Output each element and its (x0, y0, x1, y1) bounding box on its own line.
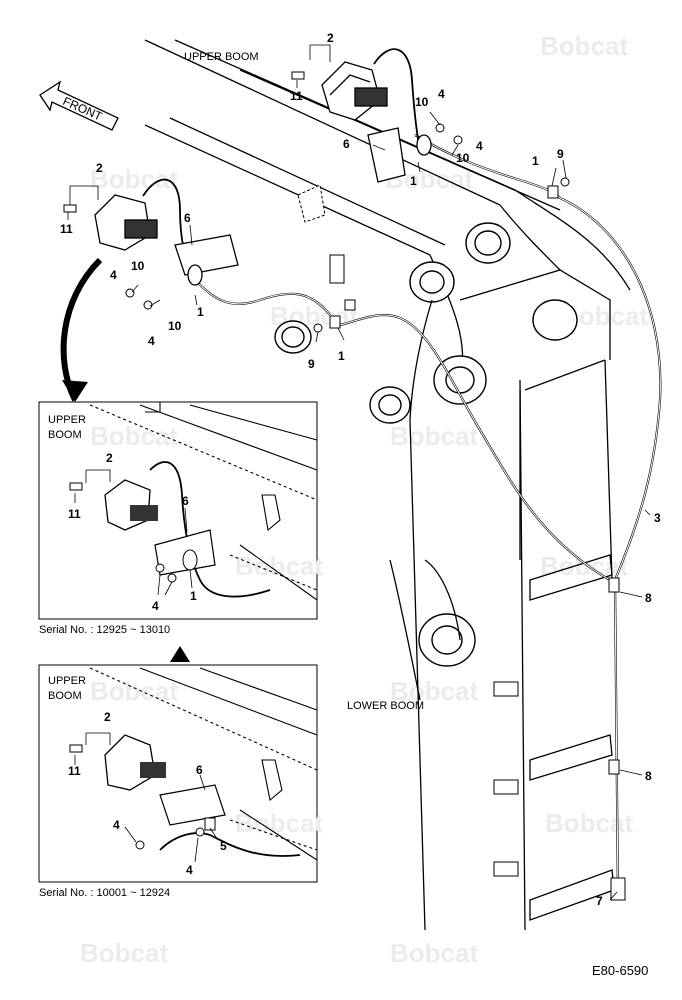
callout-4: 4 (186, 863, 193, 877)
callout-5: 5 (220, 839, 227, 853)
wiring-harness-inner (194, 134, 661, 901)
callout-1: 1 (197, 305, 204, 319)
callout-3: 3 (654, 511, 661, 525)
inset-2-content: Bobcat Bobcat UPPER BOOM 2 11 (48, 667, 323, 877)
figure-code: E80-6590 (592, 963, 648, 978)
leader-lines (67, 44, 651, 901)
callout-8: 8 (645, 769, 652, 783)
callout-7: 7 (596, 894, 603, 908)
hardware (63, 71, 626, 901)
front-label: FRONT (61, 94, 105, 124)
callout-6: 6 (184, 211, 191, 225)
callout-4: 4 (476, 139, 483, 153)
callout-9: 9 (308, 357, 315, 371)
callout-2: 2 (96, 161, 103, 175)
upper-boom-label: UPPER BOOM (184, 51, 259, 63)
inset-2-serial: Serial No. : 10001 ~ 12924 (39, 887, 170, 899)
callout-6: 6 (343, 137, 350, 151)
callout-10: 10 (168, 319, 182, 333)
watermark: Bobcat (80, 938, 168, 968)
work-light-top (321, 48, 432, 183)
inset-1-content: Bobcat Bobcat UPPER BOOM 2 (48, 401, 323, 613)
watermark: Bobcat (390, 421, 478, 451)
boom-pivots (274, 222, 578, 667)
watermark: Bobcat (235, 808, 323, 838)
callout-1: 1 (532, 154, 539, 168)
callout-11: 11 (60, 222, 73, 236)
lower-boom-label: LOWER BOOM (347, 700, 424, 712)
callout-2: 2 (106, 451, 113, 465)
callout-11: 11 (290, 89, 303, 103)
inset-pointer-triangle (170, 646, 190, 662)
inset-pointer-head (62, 380, 88, 402)
watermark: Bobcat (540, 31, 628, 61)
watermark: Bobcat (390, 676, 478, 706)
callout-4: 4 (113, 818, 120, 832)
watermark: Bobcat (545, 808, 633, 838)
watermark: Bobcat (90, 676, 178, 706)
inset-1-serial: Serial No. : 12925 ~ 13010 (39, 624, 170, 636)
callout-1: 1 (410, 174, 417, 188)
watermark: Bobcat (540, 551, 628, 581)
watermark: Bobcat (90, 421, 178, 451)
callout-9: 9 (557, 147, 564, 161)
callout-2: 2 (327, 31, 334, 45)
callout-6: 6 (182, 494, 189, 508)
callout-8: 8 (645, 591, 652, 605)
boom-brackets (297, 184, 519, 877)
callout-1: 1 (190, 589, 197, 603)
inset-1-title-upper: UPPER (48, 414, 86, 426)
callout-6: 6 (196, 763, 203, 777)
callout-10: 10 (131, 259, 145, 273)
inset-1-title-boom: BOOM (48, 429, 82, 441)
callout-1: 1 (338, 349, 345, 363)
callout-10: 10 (456, 151, 470, 165)
front-arrow: FRONT (39, 80, 119, 131)
callout-4: 4 (152, 599, 159, 613)
callout-numbers: 2 11 6 1 10 4 10 4 9 1 2 11 6 4 10 10 4 … (60, 31, 661, 908)
inset-pointer-arc (60, 257, 103, 402)
inset-2-title-boom: BOOM (48, 690, 82, 702)
callout-2: 2 (104, 710, 111, 724)
callout-11: 11 (68, 507, 81, 521)
watermark: Bobcat (390, 938, 478, 968)
callout-10: 10 (415, 95, 429, 109)
watermark: Bobcat (235, 551, 323, 581)
callout-4: 4 (438, 87, 445, 101)
lower-boom-outline (389, 269, 615, 931)
callout-4: 4 (110, 268, 117, 282)
callout-11: 11 (68, 764, 81, 778)
work-light-left (94, 178, 239, 286)
callout-4: 4 (148, 334, 155, 348)
inset-2-title-upper: UPPER (48, 675, 86, 687)
